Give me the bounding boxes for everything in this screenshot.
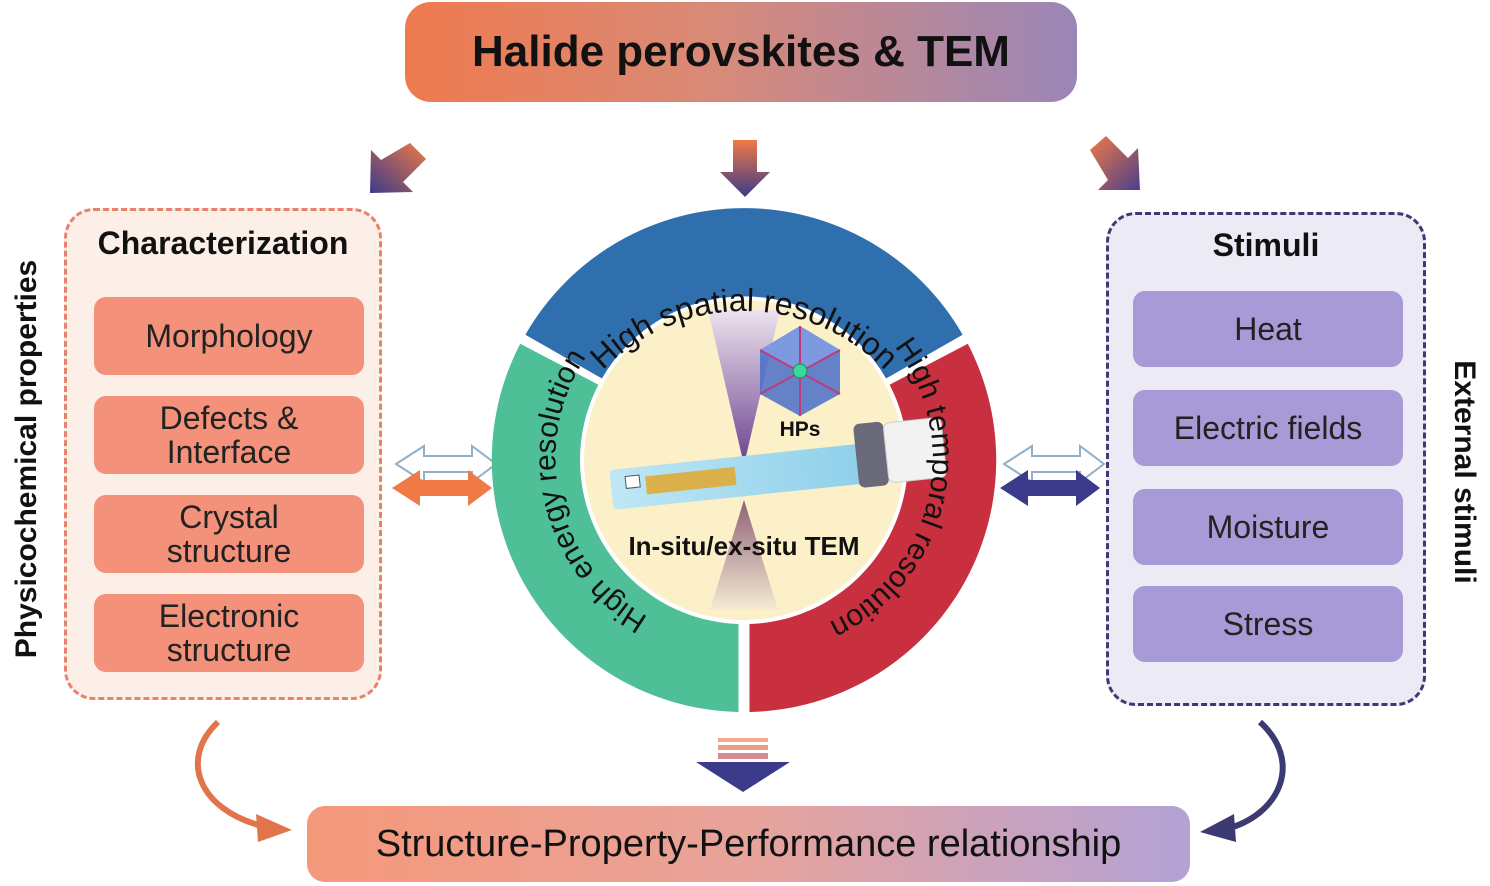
item-electronic-line1: Electronic bbox=[158, 598, 300, 634]
characterization-heading: Characterization bbox=[97, 225, 349, 261]
item-morphology-line1: Morphology bbox=[145, 318, 313, 354]
down-arrow-center-top bbox=[720, 140, 770, 197]
item-electronic-structure: Electronic structure bbox=[94, 594, 364, 672]
title-text: Halide perovskites & TEM bbox=[472, 27, 1010, 76]
segment-energy bbox=[491, 343, 739, 713]
electron-beam-bottom bbox=[710, 500, 778, 610]
item-crystal-structure: Crystal structure bbox=[94, 495, 364, 573]
curved-arrow-left-head bbox=[256, 814, 292, 842]
item-crystal-line1: Crystal bbox=[179, 499, 279, 535]
item-stress: Stress bbox=[1133, 586, 1403, 662]
double-arrow-left bbox=[392, 444, 498, 506]
item-defects-line1: Defects & bbox=[159, 400, 299, 436]
tem-label: In-situ/ex-situ TEM bbox=[628, 531, 859, 561]
external-stimuli-label: External stimuli bbox=[1448, 360, 1481, 584]
down-arrow-left bbox=[370, 143, 426, 193]
relationship-text: Structure-Property-Performance relations… bbox=[375, 822, 1122, 865]
stimuli-panel: Stimuli Heat Electric fields Moisture St… bbox=[1106, 212, 1426, 706]
title-box: Halide perovskites & TEM bbox=[405, 2, 1077, 102]
item-defects-line2: Interface bbox=[166, 434, 292, 470]
item-electric-fields: Electric fields bbox=[1133, 390, 1403, 466]
relationship-box: Structure-Property-Performance relations… bbox=[307, 806, 1190, 882]
double-arrow-right bbox=[1000, 444, 1106, 506]
perovskite-crystal-icon bbox=[759, 326, 841, 416]
hps-label: HPs bbox=[780, 418, 821, 441]
stimuli-heading: Stimuli bbox=[1212, 227, 1320, 263]
down-arrow-right bbox=[1090, 136, 1140, 190]
center-circle: High spatial resolution High energy reso… bbox=[491, 208, 997, 713]
item-crystal-line2: structure bbox=[166, 533, 292, 569]
item-morphology: Morphology bbox=[94, 297, 364, 375]
item-moisture: Moisture bbox=[1133, 489, 1403, 565]
item-electronic-line2: structure bbox=[166, 632, 292, 668]
curved-arrow-left bbox=[194, 719, 263, 829]
tem-holder-icon bbox=[609, 417, 947, 510]
curved-arrow-right bbox=[1229, 719, 1286, 831]
down-arrow-center-bottom bbox=[696, 738, 790, 792]
curved-arrow-right-head bbox=[1200, 814, 1236, 842]
segment-spatial bbox=[525, 208, 963, 379]
characterization-panel: Characterization Morphology Defects & In… bbox=[64, 208, 382, 700]
item-heat: Heat bbox=[1133, 291, 1403, 367]
item-defects-interface: Defects & Interface bbox=[94, 396, 364, 474]
electron-beam-top bbox=[708, 310, 780, 465]
physicochemical-properties-label: Physicochemical properties bbox=[10, 259, 43, 659]
